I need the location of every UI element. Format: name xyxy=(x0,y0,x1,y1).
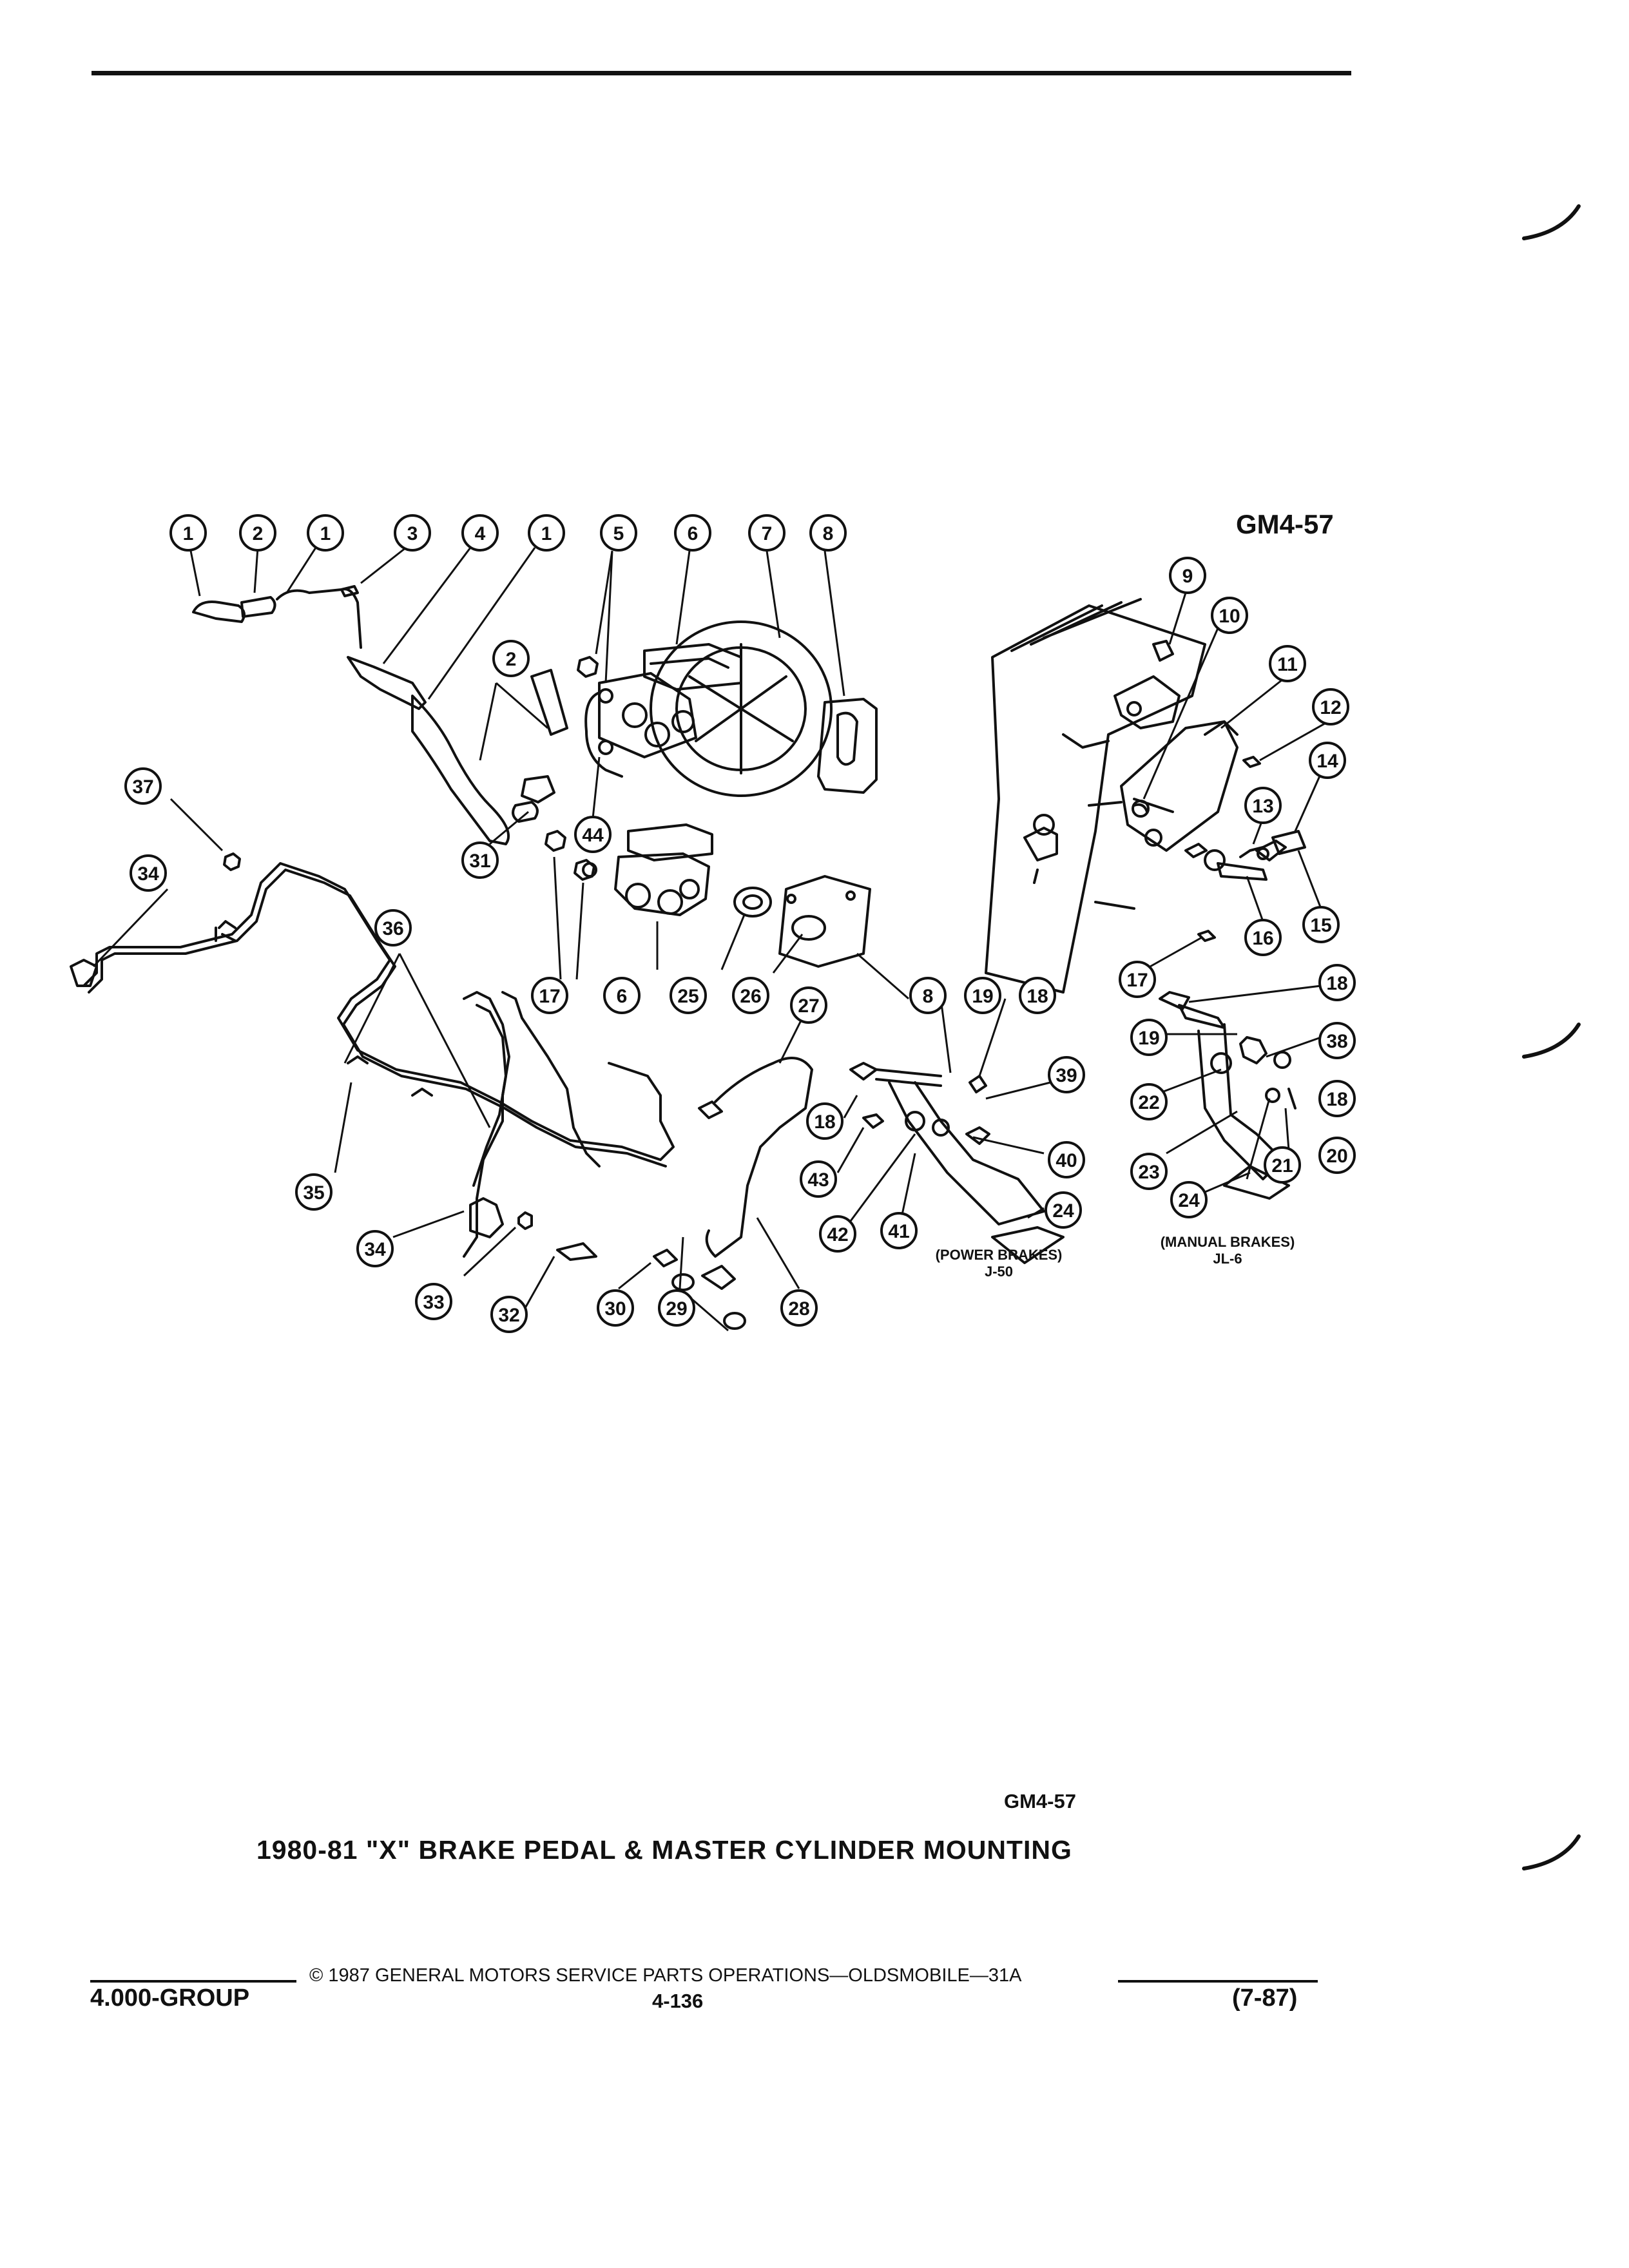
callout-13: 13 xyxy=(1252,796,1273,817)
callout-34a: 34 xyxy=(137,863,159,885)
callout-6b: 6 xyxy=(617,986,628,1007)
callout-2b: 2 xyxy=(506,649,517,670)
power-brake-pedal xyxy=(849,1062,1065,1264)
callout-17a: 17 xyxy=(1126,970,1148,991)
footer-rule-left xyxy=(90,1980,296,1983)
callout-22: 22 xyxy=(1138,1092,1159,1113)
callout-8b: 8 xyxy=(923,986,934,1007)
brake-hose xyxy=(653,1057,813,1330)
callout-38: 38 xyxy=(1326,1031,1347,1052)
small-parts-bottom-left xyxy=(223,852,597,1261)
callout-24a: 24 xyxy=(1178,1190,1200,1211)
callout-30: 30 xyxy=(604,1298,626,1320)
figure-code: GM4-57 xyxy=(1236,509,1334,539)
callout-27: 27 xyxy=(798,995,819,1017)
callout-32: 32 xyxy=(498,1305,519,1326)
callout-34b: 34 xyxy=(364,1239,386,1260)
callout-9: 9 xyxy=(1182,566,1193,587)
power-brakes-code: J-50 xyxy=(984,1264,1014,1280)
callout-36: 36 xyxy=(382,918,403,939)
callout-1a: 1 xyxy=(183,523,194,544)
callout-26: 26 xyxy=(740,986,761,1007)
caption-code: GM4-57 xyxy=(1004,1790,1076,1812)
callout-18b: 18 xyxy=(1326,1089,1347,1110)
copyright-line: © 1987 GENERAL MOTORS SERVICE PARTS OPER… xyxy=(309,1965,1022,1986)
callout-44: 44 xyxy=(582,825,604,846)
callout-33: 33 xyxy=(423,1292,444,1313)
callout-17b: 17 xyxy=(539,986,560,1007)
callout-41: 41 xyxy=(888,1221,909,1242)
booster-mounting-parts xyxy=(733,875,871,968)
nuts-17 xyxy=(545,656,599,881)
callout-7: 7 xyxy=(762,523,773,544)
page-number: 4-136 xyxy=(652,1990,704,2012)
power-brakes-label: (POWER BRAKES) xyxy=(935,1247,1063,1263)
vacuum-hose-assembly xyxy=(192,585,568,845)
callout-29: 29 xyxy=(666,1298,687,1320)
callout-6a: 6 xyxy=(688,523,699,544)
manual-brakes-code: JL-6 xyxy=(1213,1251,1242,1267)
power-brakes-note: (POWER BRAKES) J-50 xyxy=(912,1247,1086,1280)
callout-24b: 24 xyxy=(1052,1200,1074,1222)
callout-4: 4 xyxy=(475,523,486,544)
callout-3: 3 xyxy=(407,523,418,544)
brake-lines xyxy=(70,862,675,1258)
callout-42: 42 xyxy=(827,1224,848,1245)
callout-21: 21 xyxy=(1271,1155,1293,1177)
callout-23: 23 xyxy=(1138,1162,1159,1183)
callout-19b: 19 xyxy=(972,986,993,1007)
callout-18a: 18 xyxy=(1326,973,1347,994)
callout-15: 15 xyxy=(1310,915,1331,936)
callout-20: 20 xyxy=(1326,1146,1347,1167)
figure-title: 1980-81 "X" BRAKE PEDAL & MASTER CYLINDE… xyxy=(256,1835,1072,1865)
callout-18d: 18 xyxy=(814,1111,835,1133)
small-parts-right xyxy=(1133,640,1306,942)
group-label: 4.000-GROUP xyxy=(90,1984,250,2012)
callout-14: 14 xyxy=(1316,751,1338,772)
manual-brakes-label: (MANUAL BRAKES) xyxy=(1160,1234,1295,1250)
callout-10: 10 xyxy=(1219,606,1240,627)
callout-11: 11 xyxy=(1277,654,1298,675)
callout-5: 5 xyxy=(613,523,624,544)
callout-2a: 2 xyxy=(253,523,264,544)
footer-rule-right xyxy=(1118,1980,1318,1983)
callout-28: 28 xyxy=(788,1298,809,1320)
callout-37: 37 xyxy=(132,776,153,798)
callout-18c: 18 xyxy=(1027,986,1048,1007)
manual-brakes-note: (MANUAL BRAKES) JL-6 xyxy=(1134,1234,1321,1267)
callout-40: 40 xyxy=(1055,1150,1077,1171)
callout-8a: 8 xyxy=(823,523,834,544)
callout-19a: 19 xyxy=(1138,1028,1159,1049)
callout-12: 12 xyxy=(1320,697,1341,718)
pedal-bracket xyxy=(1088,720,1239,910)
callout-39: 39 xyxy=(1055,1065,1077,1086)
firewall-panel xyxy=(985,598,1206,994)
scan-marks xyxy=(1522,204,1581,1870)
callout-43: 43 xyxy=(807,1169,829,1191)
master-cylinder-upper xyxy=(584,643,742,778)
callout-1b: 1 xyxy=(320,523,331,544)
revision-date: (7-87) xyxy=(1232,1984,1298,2012)
callout-1c: 1 xyxy=(541,523,552,544)
callout-25: 25 xyxy=(677,986,699,1007)
top-rule xyxy=(92,71,1351,75)
callout-16: 16 xyxy=(1252,928,1273,949)
callout-35: 35 xyxy=(303,1182,324,1204)
callout-31: 31 xyxy=(469,850,490,872)
